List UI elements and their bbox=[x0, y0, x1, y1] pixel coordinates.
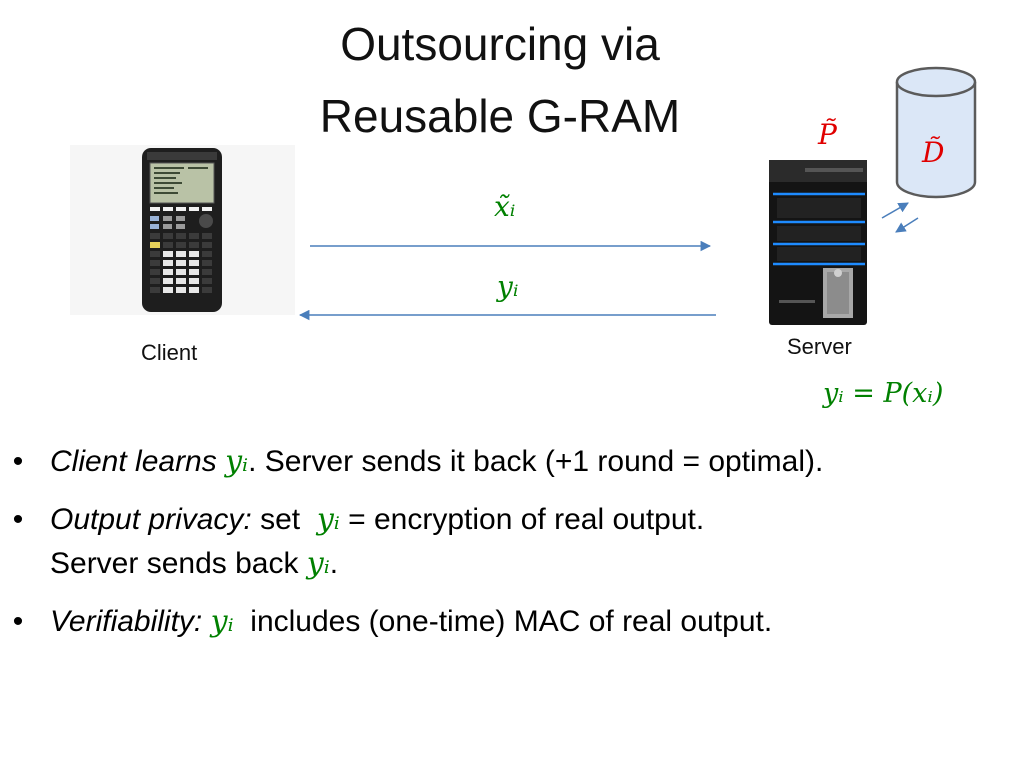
server-to-db-arrow bbox=[881, 202, 909, 219]
bullet-text: set bbox=[251, 503, 309, 536]
bullet-lead: Verifiability: bbox=[50, 605, 203, 638]
bullet-text: includes (one-time) MAC of real output. bbox=[233, 605, 773, 638]
output-label: yᵢ bbox=[497, 270, 519, 303]
bullet-list: • Client learns yᵢ. Server sends it back… bbox=[8, 440, 1008, 658]
bullet-text: . bbox=[329, 547, 339, 580]
bullet-var: yᵢ bbox=[210, 604, 234, 639]
slide-title: Outsourcing via Reusable G-RAM bbox=[200, 8, 800, 152]
bullet-var: yᵢ bbox=[306, 546, 330, 581]
bullet-lead: Client learns bbox=[50, 445, 217, 478]
database-label: D̃ bbox=[922, 136, 945, 169]
bullet-dot: • bbox=[12, 605, 24, 638]
db-to-server-arrow bbox=[895, 217, 919, 233]
bullet-dot: • bbox=[12, 445, 24, 478]
title-line-1: Outsourcing via bbox=[340, 18, 660, 70]
equation: yᵢ = P(xᵢ) bbox=[823, 378, 944, 409]
arrow-layer bbox=[298, 202, 919, 321]
bullet-item: • Client learns yᵢ. Server sends it back… bbox=[8, 440, 1008, 484]
server-label: Server bbox=[787, 334, 852, 359]
bullet-var: yᵢ bbox=[316, 502, 340, 537]
server-tower-icon bbox=[769, 160, 867, 325]
database-cylinder-icon bbox=[895, 66, 977, 199]
bullet-continuation: Server sends back yᵢ. bbox=[50, 542, 1008, 586]
bullet-dot: • bbox=[12, 503, 24, 536]
input-label: x̃ᵢ bbox=[494, 190, 516, 223]
bullet-lead: Output privacy: bbox=[50, 503, 252, 536]
bullet-var: yᵢ bbox=[225, 444, 249, 479]
title-line-2: Reusable G-RAM bbox=[319, 90, 681, 142]
bullet-text: . Server sends it back (+1 round = optim… bbox=[248, 445, 824, 478]
bullet-text: = encryption of real output. bbox=[339, 503, 705, 536]
bullet-item: • Output privacy: set yᵢ = encryption of… bbox=[8, 498, 1008, 586]
bullet-item: • Verifiability: yᵢ includes (one-time) … bbox=[8, 600, 1008, 644]
client-label: Client bbox=[141, 340, 198, 365]
program-label: P̃ bbox=[818, 118, 837, 151]
calculator-icon bbox=[70, 145, 295, 315]
bullet-text: Server sends back bbox=[50, 547, 307, 580]
